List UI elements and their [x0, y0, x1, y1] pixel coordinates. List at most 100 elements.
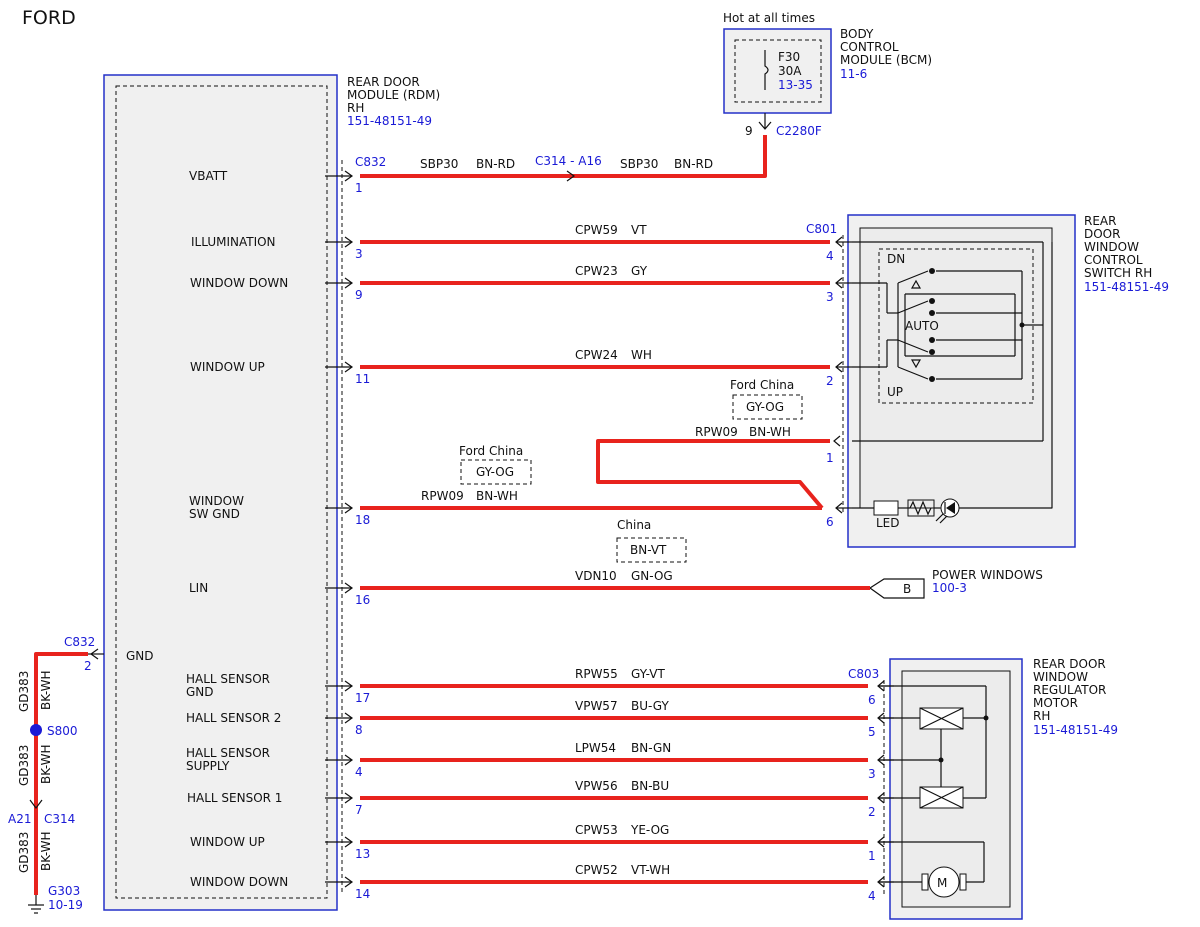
svg-text:China: China: [617, 518, 651, 532]
circuit-window-down-switch: CPW23: [575, 264, 618, 278]
fuse-rating: 30A: [778, 64, 802, 78]
motor-connector-label[interactable]: C803: [848, 667, 879, 681]
svg-text:GY-OG: GY-OG: [746, 400, 784, 414]
circuit-hall-sensor-supply: LPW54: [575, 741, 616, 755]
circuit-window-up-motor: CPW53: [575, 823, 618, 837]
pin-number-hall-sensor-supply: 4: [355, 765, 363, 779]
far-pin-window-down-switch: 3: [826, 290, 834, 304]
gnd-connector-label[interactable]: C832: [64, 635, 95, 649]
switch-title-3: WINDOW: [1084, 240, 1139, 254]
gnd-pin: 2: [84, 659, 92, 673]
fuse-name: F30: [778, 50, 800, 64]
loop-pin-arrow: [833, 435, 841, 447]
note-china: China BN-VT: [616, 518, 687, 563]
circuit-vbatt: SBP30: [420, 157, 458, 171]
ground-color-label-2: BK-WH: [39, 744, 53, 784]
pin-arrow-window-down-motor: [344, 876, 354, 888]
bcm-title-3: MODULE (BCM): [840, 53, 932, 67]
far-pin-hall-sensor-2: 5: [868, 725, 876, 739]
bcm-hot-label: Hot at all times: [723, 11, 815, 25]
bcm-connector-label[interactable]: C2280F: [776, 124, 822, 138]
rdm-title-3: RH: [347, 101, 364, 115]
bcm-ref-link[interactable]: 11-6: [840, 67, 867, 81]
pin-name-hall-sensor-supply: HALL SENSOR: [186, 746, 270, 760]
vbatt-color-2: BN-RD: [674, 157, 713, 171]
pin-arrow-lin: [344, 582, 354, 594]
pin-number-window-sw-gnd: 18: [355, 513, 370, 527]
pin-arrow-window-up-switch: [344, 361, 354, 373]
circuit-window-down-motor: CPW52: [575, 863, 618, 877]
circuit-hall-sensor-gnd: RPW55: [575, 667, 618, 681]
pin-name-hall-sensor-1: HALL SENSOR 1: [187, 791, 282, 805]
switch-connector-label[interactable]: C801: [806, 222, 837, 236]
rear-door-module: REAR DOOR MODULE (RDM) RH 151-48151-49 G…: [103, 74, 440, 911]
pin-arrow-vbatt: [344, 170, 354, 182]
ground-wire-label-2: GD383: [17, 745, 31, 786]
pin-arrow-illumination: [344, 236, 354, 248]
power-windows-connector: B POWER WINDOWS 100-3: [868, 568, 1043, 599]
pin-arrow-hall-sensor-2: [344, 712, 354, 724]
pin-number-vbatt: 1: [355, 181, 363, 195]
pin-name-window-down-switch: WINDOW DOWN: [190, 276, 288, 290]
pin-number-hall-sensor-1: 7: [355, 803, 363, 817]
fuse-symbol: [764, 50, 769, 90]
far-pin-window-down-motor: 4: [868, 889, 876, 903]
far-pin-window-sw-gnd: 6: [826, 515, 834, 529]
motor-m-label: M: [937, 876, 947, 890]
led-resistor-symbol: [852, 242, 1053, 524]
color-window-down-switch: GY: [631, 264, 648, 278]
power-windows-tag: B: [903, 582, 911, 596]
loop-circuit: RPW09: [695, 425, 738, 439]
vbatt-circuit-2: SBP30: [620, 157, 658, 171]
color-lin: GN-OG: [631, 569, 673, 583]
ground-ref-link[interactable]: 10-19: [48, 898, 83, 912]
switch-ref-link[interactable]: 151-48151-49: [1084, 280, 1169, 294]
ground-connector-pin: A21: [8, 812, 31, 826]
pin-arrow-hall-sensor-gnd: [344, 680, 354, 692]
power-windows-ref-link[interactable]: 100-3: [932, 581, 967, 595]
splice-label[interactable]: S800: [47, 724, 78, 738]
ground-point-label[interactable]: G303: [48, 884, 80, 898]
switch-title-1: REAR: [1084, 214, 1116, 228]
pin-arrow-hall-sensor-1: [344, 792, 354, 804]
ground-wire-label-1: GD383: [17, 671, 31, 712]
pin-name-hall-sensor-gnd-2: GND: [186, 685, 214, 699]
window-regulator-motor: C803 M REAR: [848, 657, 1118, 920]
pin-name-hall-sensor-supply-2: SUPPLY: [186, 759, 230, 773]
switch-title-4: CONTROL: [1084, 253, 1143, 267]
bcm-pin: 9: [745, 124, 753, 138]
color-illumination: VT: [631, 223, 647, 237]
motor-ref-link[interactable]: 151-48151-49: [1033, 723, 1118, 737]
switch-title-2: DOOR: [1084, 227, 1120, 241]
circuit-hall-sensor-2: VPW57: [575, 699, 618, 713]
far-pin-hall-sensor-supply: 3: [868, 767, 876, 781]
gnd-pin-arrow: [89, 648, 99, 660]
ground-color-label-1: BK-WH: [39, 670, 53, 710]
pin-name-vbatt: VBATT: [189, 169, 228, 183]
rdm-title-2: MODULE (RDM): [347, 88, 440, 102]
pin-name-window-up-motor: WINDOW UP: [190, 835, 265, 849]
loop-color: BN-WH: [749, 425, 791, 439]
color-hall-sensor-2: BU-GY: [631, 699, 669, 713]
rdm-connector-label[interactable]: C832: [355, 155, 386, 169]
color-window-up-switch: WH: [631, 348, 652, 362]
far-pin-window-up-switch: 2: [826, 374, 834, 388]
switch-title-5: SWITCH RH: [1084, 266, 1152, 280]
rdm-ref-link[interactable]: 151-48151-49: [347, 114, 432, 128]
color-window-down-motor: VT-WH: [631, 863, 670, 877]
ground-connector-label[interactable]: C314: [44, 812, 75, 826]
loop-far-pin: 1: [826, 451, 834, 465]
rear-door-window-switch: C801 DN AUTO UP: [806, 214, 1169, 548]
inline-connector-arrow: [566, 170, 576, 182]
pin-number-window-down-switch: 9: [355, 288, 363, 302]
ground-circuit: C832 2 S800 A21 C314 G303 10-19 GD383 BK…: [8, 635, 104, 914]
inline-connector-label[interactable]: C314 - A16: [535, 154, 602, 168]
rdm-title-1: REAR DOOR: [347, 75, 420, 89]
rdm-gnd-label: GND: [126, 649, 154, 663]
switch-contacts-symbol: [852, 241, 1044, 442]
switch-dn-label: DN: [887, 252, 905, 266]
color-window-sw-gnd: BN-WH: [476, 489, 518, 503]
fuse-ref-link[interactable]: 13-35: [778, 78, 813, 92]
motor-title-5: RH: [1033, 709, 1050, 723]
